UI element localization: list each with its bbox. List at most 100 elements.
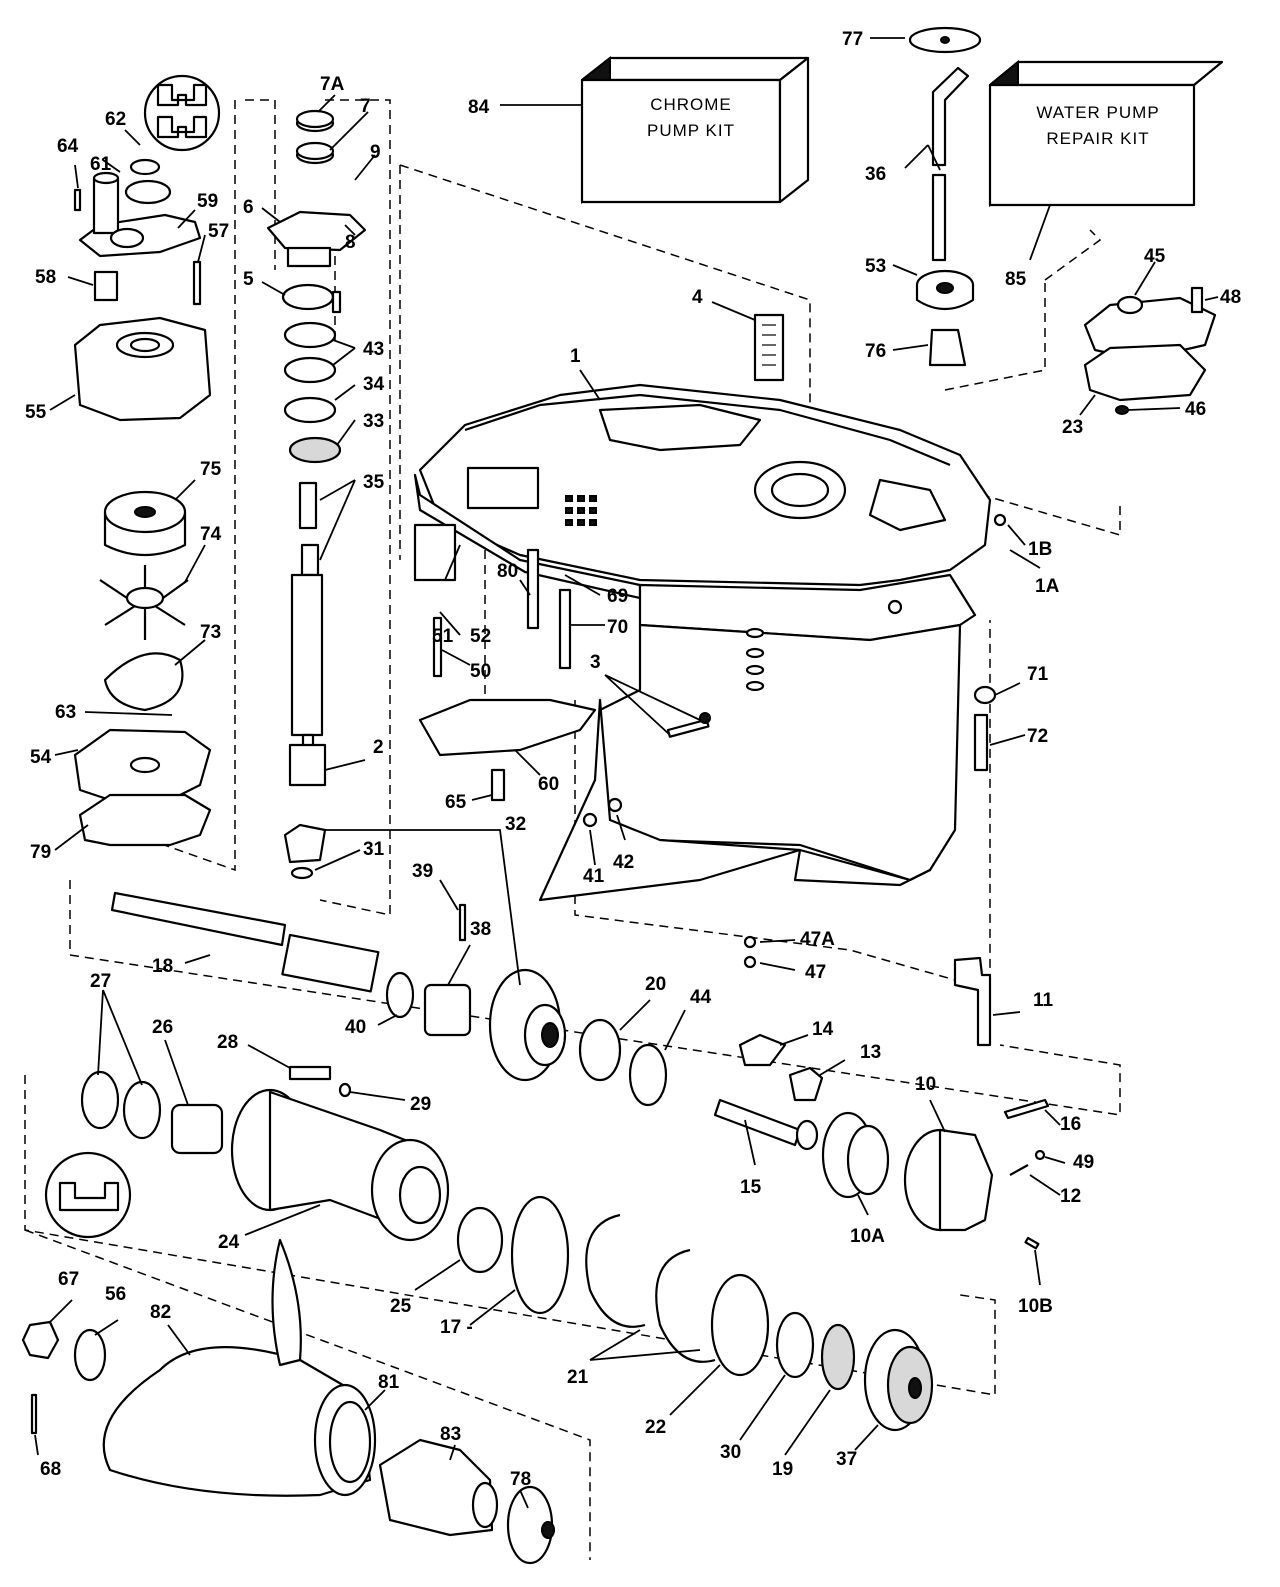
- water-pump-repair-kit-label-line2: REPAIR KIT: [1046, 129, 1149, 148]
- callout-14: 14: [812, 1019, 834, 1040]
- callout-44: 44: [690, 987, 712, 1008]
- callout-80: 80: [497, 561, 518, 582]
- callout-76: 76: [865, 341, 886, 362]
- callout-30: 30: [720, 1442, 741, 1463]
- screw-47: [743, 955, 757, 969]
- bolt-80: [526, 548, 540, 630]
- chrome-pump-kit-label-line1: CHROME: [650, 95, 732, 114]
- callout-60: 60: [538, 774, 559, 795]
- callout-51: 51: [432, 626, 454, 647]
- pump-plate-54: [73, 728, 212, 802]
- callout-42: 42: [613, 852, 634, 873]
- callout-72: 72: [1027, 726, 1048, 747]
- callout-21: 21: [567, 1367, 589, 1388]
- callout-10B: 10B: [1018, 1296, 1053, 1317]
- bearing-25: [456, 1206, 504, 1274]
- callout-48: 48: [1220, 287, 1241, 308]
- callout-19: 19: [772, 1459, 793, 1480]
- propeller-shaft-18: [110, 891, 380, 993]
- callout-29: 29: [410, 1094, 431, 1115]
- grommet-53: [915, 269, 975, 311]
- reverse-gear-37: [863, 1328, 934, 1432]
- callout-28: 28: [217, 1032, 238, 1053]
- plate-gasket-79: [78, 793, 212, 847]
- washer-42: [607, 797, 623, 813]
- callout-75: 75: [200, 459, 222, 480]
- ball-49: [1034, 1149, 1046, 1161]
- callout-54: 54: [30, 747, 52, 768]
- propeller-82: [102, 1238, 377, 1497]
- forward-gear-32: [488, 968, 567, 1082]
- washer-47A: [743, 935, 757, 949]
- callout-46: 46: [1185, 399, 1206, 420]
- prop-nut-67: [21, 1320, 60, 1360]
- callout-71: 71: [1027, 664, 1049, 685]
- impeller-housing-55: [73, 316, 212, 422]
- screw-48: [1190, 286, 1204, 314]
- callout-25: 25: [390, 1296, 412, 1317]
- callout-36: 36: [865, 164, 886, 185]
- callout-69: 69: [607, 586, 628, 607]
- callout-84: 84: [468, 97, 490, 118]
- seal-detail-inset: [143, 74, 221, 152]
- callout-10: 10: [915, 1074, 936, 1095]
- callout-38: 38: [470, 919, 491, 940]
- callout-45: 45: [1144, 246, 1166, 267]
- water-tube-36: [931, 66, 970, 262]
- bearing-40: [385, 971, 415, 1019]
- o-ring-17: [510, 1195, 570, 1315]
- callout-39: 39: [412, 861, 433, 882]
- leader-lines: [34, 37, 1219, 1509]
- washer-30: [775, 1311, 815, 1379]
- pump-cup-75: [103, 490, 187, 557]
- bolt-72: [973, 713, 989, 772]
- shift-rod-15: [713, 1098, 802, 1147]
- thrust-washer-22: [710, 1273, 770, 1377]
- nut-46: [1115, 405, 1129, 415]
- cotter-pin-68: [30, 1393, 38, 1435]
- callout-43: 43: [363, 339, 384, 360]
- callout-49: 49: [1073, 1152, 1094, 1173]
- pin-39: [458, 903, 467, 942]
- callout-33: 33: [363, 411, 384, 432]
- callout-9: 9: [370, 142, 381, 163]
- callout-53: 53: [865, 256, 886, 277]
- plug-41: [582, 812, 598, 828]
- bearing-19: [820, 1323, 856, 1391]
- callout-70: 70: [607, 617, 628, 638]
- callout-41: 41: [583, 866, 605, 887]
- clutch-10: [903, 1128, 994, 1232]
- bolt-70: [558, 588, 572, 670]
- callout-7: 7: [360, 96, 371, 117]
- callout-12: 12: [1060, 1186, 1081, 1207]
- washer-29: [338, 1082, 352, 1098]
- callout-62: 62: [105, 109, 126, 130]
- callout-73: 73: [200, 622, 221, 643]
- callout-55: 55: [25, 402, 47, 423]
- tube-seal-76: [928, 328, 967, 367]
- callout-79: 79: [30, 842, 51, 863]
- anode-60: [418, 698, 597, 757]
- callout-23: 23: [1062, 417, 1083, 438]
- callout-59: 59: [197, 191, 218, 212]
- callout-labels: 77 84 36 85 53 76 45 48 23 46 1 4 1B 1A …: [25, 29, 1241, 1490]
- callout-81: 81: [378, 1372, 400, 1393]
- screw-65: [490, 768, 506, 802]
- callout-4: 4: [692, 287, 703, 308]
- callout-17: 17 -: [440, 1317, 473, 1338]
- shifter-13: [788, 1066, 824, 1102]
- callout-3: 3: [590, 652, 601, 673]
- callout-22: 22: [645, 1417, 666, 1438]
- callout-77: 77: [842, 29, 863, 50]
- shift-rod-end: [795, 1119, 819, 1151]
- callout-6: 6: [243, 197, 254, 218]
- callout-31: 31: [363, 839, 385, 860]
- callout-82: 82: [150, 1302, 171, 1323]
- pin-16: [1003, 1098, 1050, 1120]
- shift-lever-11: [953, 956, 992, 1047]
- callout-10A: 10A: [850, 1226, 885, 1247]
- callout-74: 74: [200, 524, 222, 545]
- retaining-ring-21a: [585, 1213, 646, 1328]
- bushing-58: [93, 270, 119, 302]
